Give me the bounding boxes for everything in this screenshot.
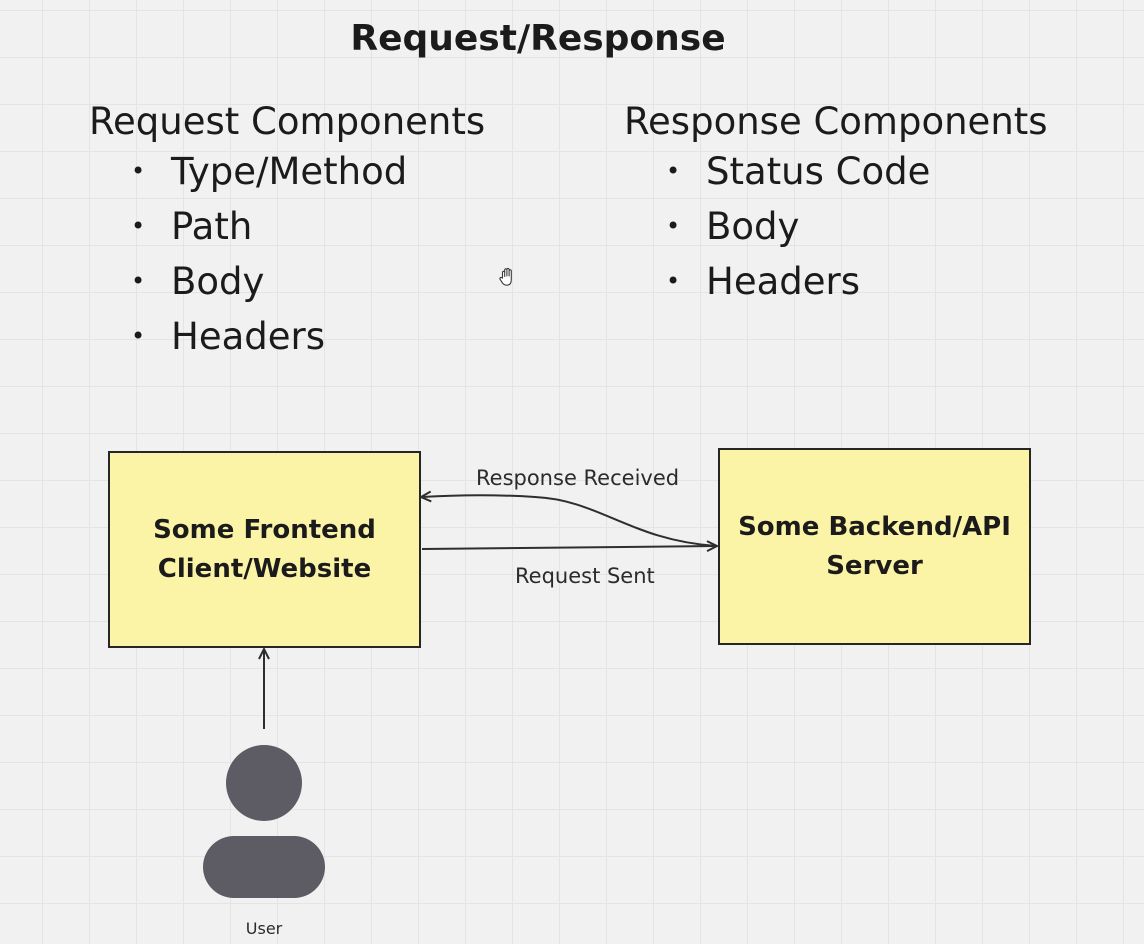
list-item: •Status Code bbox=[666, 150, 931, 193]
hand-cursor-icon bbox=[499, 267, 512, 286]
list-item: •Headers bbox=[666, 260, 860, 303]
response-received-label: Response Received bbox=[476, 466, 680, 490]
request-components-list: Request Components •Type/Method •Path •B… bbox=[89, 100, 485, 364]
user-label: User bbox=[245, 919, 283, 938]
request-components-heading: Request Components bbox=[89, 100, 486, 143]
page-title: Request/Response bbox=[350, 18, 726, 59]
frontend-client-node[interactable]: Some Frontend Client/Website bbox=[108, 451, 421, 648]
frontend-node-label: Client/Website bbox=[157, 553, 372, 584]
backend-node-label: Some Backend/API bbox=[738, 511, 1011, 542]
backend-node-label: Server bbox=[826, 550, 923, 581]
list-item: •Body bbox=[131, 260, 265, 303]
list-item: •Path bbox=[131, 205, 253, 248]
backend-server-node[interactable]: Some Backend/API Server bbox=[718, 448, 1031, 645]
frontend-node-label: Some Frontend bbox=[153, 514, 376, 545]
list-item: •Headers bbox=[131, 315, 325, 358]
list-item: •Body bbox=[666, 205, 800, 248]
list-item: •Type/Method bbox=[131, 150, 408, 193]
request-sent-arrow[interactable] bbox=[421, 546, 716, 549]
request-sent-label: Request Sent bbox=[515, 564, 655, 588]
response-components-heading: Response Components bbox=[624, 100, 1048, 143]
response-components-list: Response Components •Status Code •Body •… bbox=[624, 100, 1048, 309]
response-received-arrow[interactable] bbox=[422, 495, 717, 547]
person-icon[interactable] bbox=[203, 745, 325, 898]
